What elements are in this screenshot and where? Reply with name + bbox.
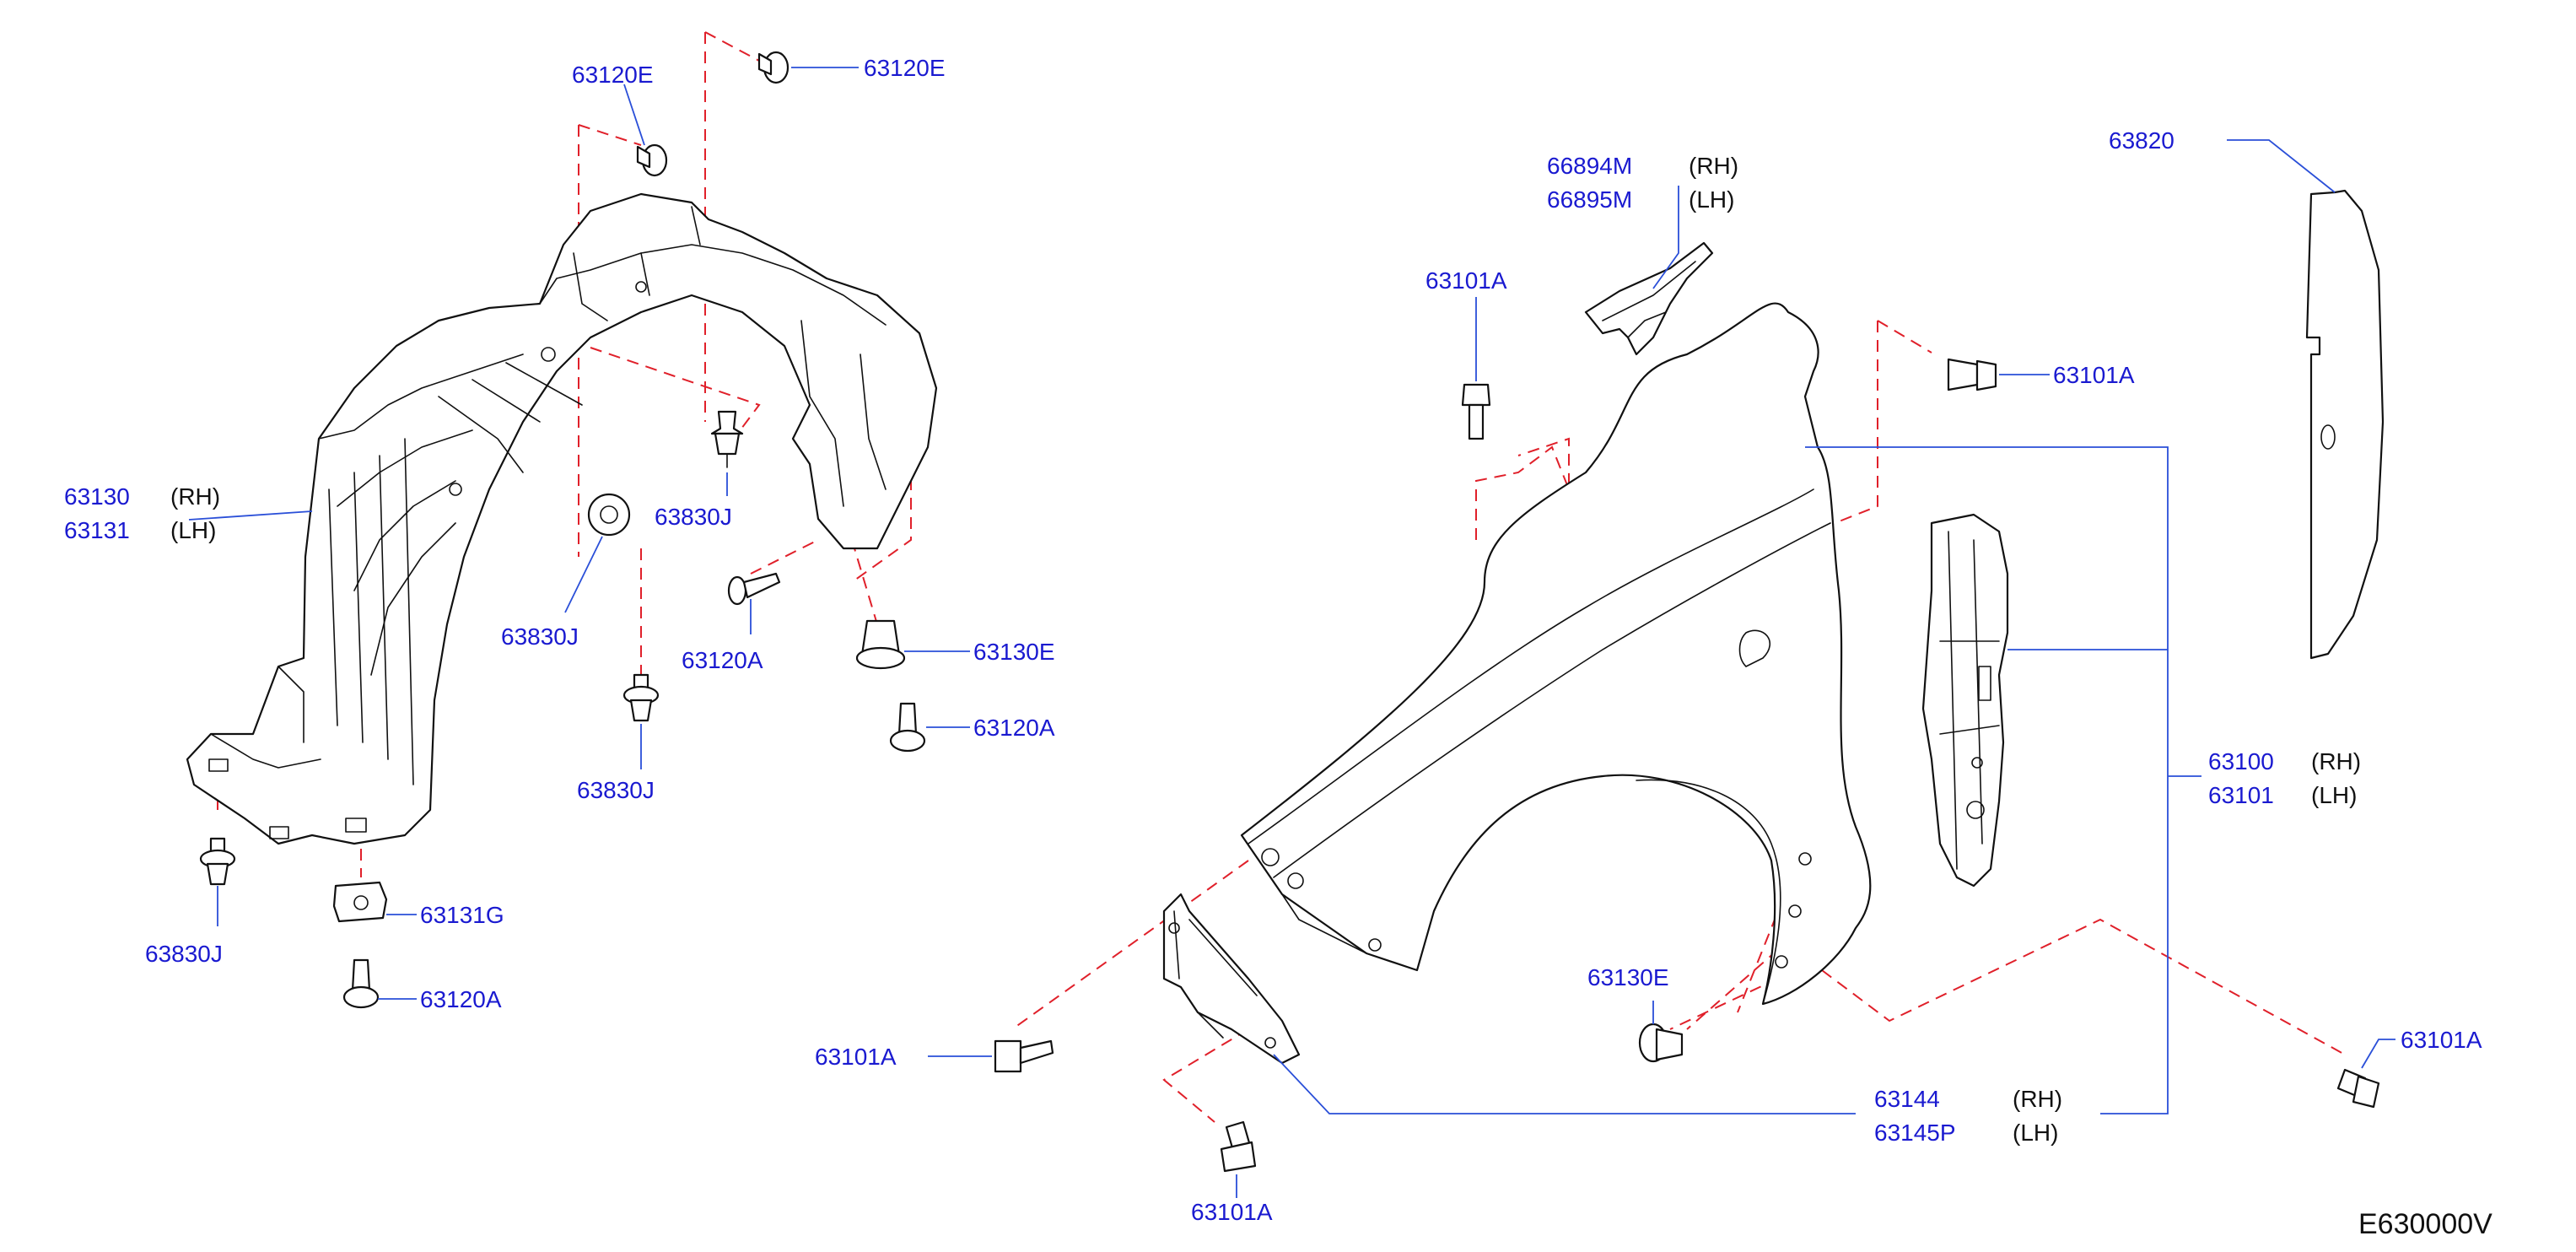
part-number-63830j-mid: 63830J	[501, 623, 579, 650]
side-lh-label: (LH)	[170, 517, 216, 543]
bolt-icon	[1947, 358, 1997, 391]
part-number-63830j-upper: 63830J	[655, 504, 732, 530]
part-number-66894m: 66894M	[1547, 153, 1632, 179]
assembly-guide-lines	[217, 31, 2346, 1123]
part-number-63131g: 63131G	[420, 902, 504, 928]
part-number-63120e-top: 63120E	[864, 55, 946, 81]
fender-protector-panel	[2305, 189, 2385, 660]
side-rh-label: (RH)	[2311, 748, 2361, 774]
front-fender-panel	[1240, 302, 1872, 1006]
fender-bracket	[1162, 893, 1301, 1065]
part-number-63820: 63820	[2109, 127, 2175, 154]
clip-icon	[636, 143, 668, 177]
side-lh-label: (LH)	[2311, 782, 2357, 808]
part-number-63120a-mid: 63120A	[682, 647, 763, 673]
part-number-63101a-top: 63101A	[1425, 267, 1507, 294]
clip-icon	[757, 51, 790, 84]
part-number-63101a-upper-right: 63101A	[2053, 362, 2135, 388]
nut-clip-icon	[332, 881, 388, 923]
bolt-icon	[994, 1039, 1054, 1073]
part-number-63101a-bottom: 63101A	[1191, 1199, 1273, 1225]
inner-fender-liner	[186, 192, 938, 845]
part-number-63145p: 63145P	[1874, 1120, 1956, 1146]
diagram-code: E630000V	[2358, 1208, 2492, 1240]
part-labels: 63120E 63120E 63130 (RH) 63131 (LH) 6383…	[64, 55, 2492, 1240]
side-rh-label: (RH)	[2013, 1086, 2062, 1112]
grommet-icon	[855, 619, 906, 670]
part-number-63120e: 63120E	[572, 62, 654, 88]
part-number-63120a-right: 63120A	[973, 715, 1055, 741]
push-clip-icon	[587, 493, 631, 537]
part-number-63101a-left: 63101A	[815, 1044, 897, 1070]
screw-icon	[342, 958, 380, 1009]
part-number-63101: 63101	[2208, 782, 2274, 808]
side-rh-label: (RH)	[170, 483, 220, 510]
push-clip-icon	[622, 673, 660, 722]
push-clip-icon	[199, 837, 236, 886]
part-number-63130: 63130	[64, 483, 130, 510]
part-number-66895m: 66895M	[1547, 186, 1632, 213]
inner-side-panel	[1921, 513, 2009, 888]
bolt-icon	[2336, 1068, 2380, 1109]
part-number-63144: 63144	[1874, 1086, 1940, 1112]
screw-icon	[727, 572, 781, 606]
grommet-icon	[1638, 1023, 1684, 1063]
fasteners	[199, 51, 2380, 1173]
part-number-63120a-bottom: 63120A	[420, 986, 502, 1012]
part-number-63131: 63131	[64, 517, 130, 543]
bolt-icon	[1220, 1120, 1257, 1173]
side-lh-label: (LH)	[1689, 186, 1734, 213]
part-number-63100: 63100	[2208, 748, 2274, 774]
part-number-63130e: 63130E	[973, 639, 1055, 665]
fender-seal-bracket	[1584, 241, 1714, 356]
push-clip-icon	[710, 410, 744, 468]
part-number-63830j-lower: 63830J	[577, 777, 655, 803]
screw-icon	[889, 702, 926, 753]
bolt-icon	[1461, 383, 1491, 440]
leader-lines	[188, 67, 2395, 1198]
part-number-63130e-lower: 63130E	[1587, 964, 1669, 990]
side-lh-label: (LH)	[2013, 1120, 2058, 1146]
part-number-63830j-left: 63830J	[145, 941, 223, 967]
part-number-63101a-far-right: 63101A	[2401, 1027, 2482, 1053]
side-rh-label: (RH)	[1689, 153, 1738, 179]
